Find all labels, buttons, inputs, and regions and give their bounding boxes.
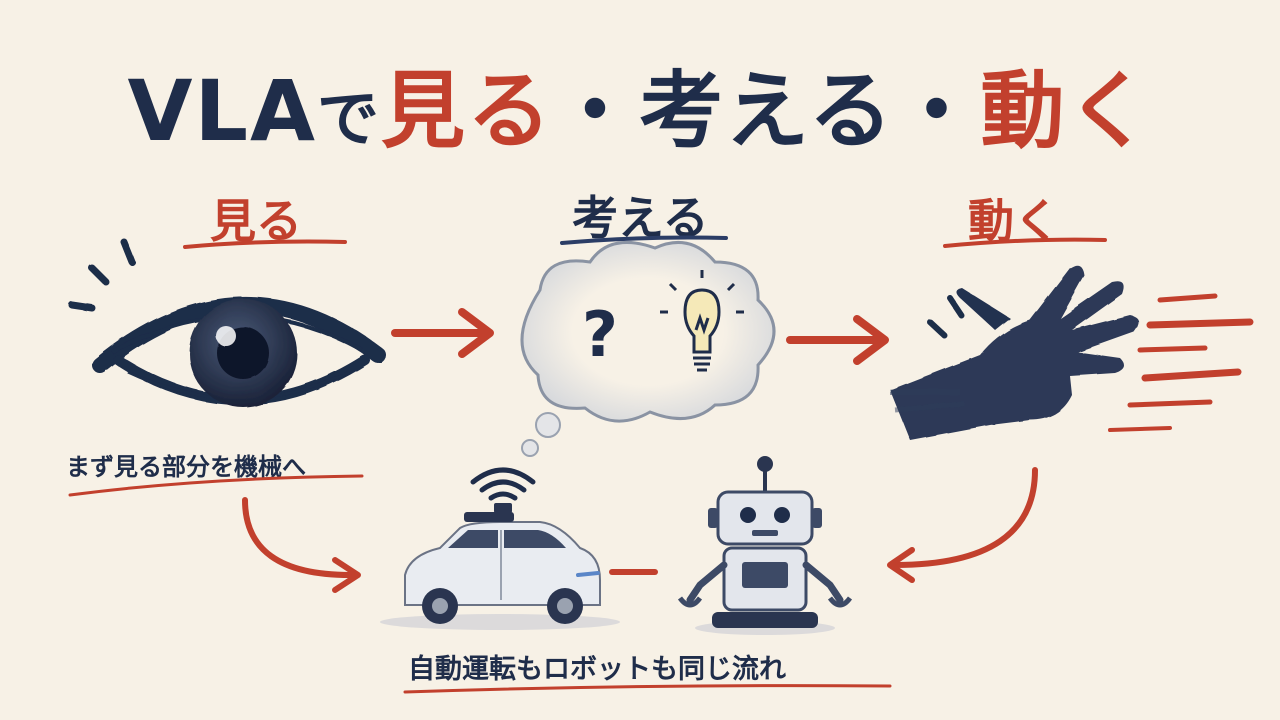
autonomous-car-icon — [380, 503, 620, 630]
arrow-act-to-robot — [892, 467, 1038, 568]
act-underline — [943, 237, 1107, 248]
thought-cloud-icon — [520, 240, 776, 457]
title-separator-1: ・ — [553, 62, 640, 160]
title-de: で — [316, 82, 381, 155]
arrow-see-to-think-head — [458, 308, 494, 358]
arrow-think-to-act-head — [853, 315, 889, 365]
arrow-act-to-robot-head — [887, 547, 915, 583]
question-mark-icon: ? — [582, 298, 618, 371]
bottom-caption-underline — [403, 684, 892, 694]
see-underline — [183, 239, 347, 249]
robot-icon — [677, 456, 853, 635]
title-act: 動く — [980, 62, 1153, 160]
motion-lines-icon — [1108, 293, 1254, 432]
see-caption: まず見る部分を機械へ — [66, 453, 306, 481]
page-title: VLAで見る・考える・動く — [0, 44, 1280, 165]
arrow-see-to-car — [242, 497, 353, 578]
wifi-signal-icon — [470, 467, 536, 501]
see-caption-underline — [68, 474, 364, 497]
lightbulb-icon — [660, 270, 744, 372]
stage-label-see: 見る — [210, 194, 302, 248]
arrow-see-to-car-head — [332, 557, 361, 593]
title-separator-2: ・ — [894, 62, 981, 160]
title-vla: VLA — [127, 62, 317, 160]
hand-icon — [890, 265, 1139, 440]
title-think: 考える — [639, 62, 895, 160]
eye-icon — [68, 238, 386, 407]
bottom-caption: 自動運転もロボットも同じ流れ — [408, 654, 786, 685]
think-underline — [560, 235, 728, 245]
title-see: 見る — [381, 62, 554, 160]
